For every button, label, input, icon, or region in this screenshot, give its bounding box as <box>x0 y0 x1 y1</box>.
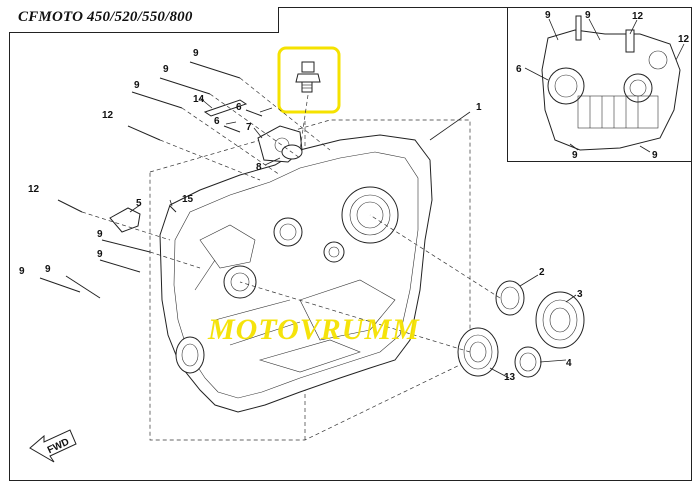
callout-14: 14 <box>193 94 205 105</box>
callout-9a: 9 <box>193 48 199 59</box>
inset-callout-9a: 9 <box>545 10 551 21</box>
inset-callout-9d: 9 <box>652 150 658 161</box>
highlight-box <box>277 46 341 114</box>
diagram-frame <box>9 7 692 481</box>
inset-callout-12b: 12 <box>678 34 690 45</box>
callout-15: 15 <box>182 194 194 205</box>
callout-2: 2 <box>539 267 545 278</box>
drain-boss <box>175 336 205 374</box>
diagram-title: CFMOTO 450/520/550/800 <box>18 9 193 25</box>
callout-9b: 9 <box>163 64 169 75</box>
oil-seal-2[interactable] <box>495 280 525 316</box>
callout-6a: 6 <box>236 102 242 113</box>
callout-1: 1 <box>476 102 482 113</box>
callout-12b: 12 <box>28 184 40 195</box>
callout-6b: 6 <box>214 116 220 127</box>
inset-callout-9c: 9 <box>572 150 578 161</box>
callout-9g: 9 <box>45 264 51 275</box>
callout-4: 4 <box>566 358 572 369</box>
bolt-9-group-left[interactable] <box>39 239 151 299</box>
bolt-12-top[interactable] <box>127 125 161 141</box>
leader-1 <box>429 111 471 141</box>
bolt-9-group-top[interactable] <box>131 61 241 109</box>
callout-5: 5 <box>136 198 142 209</box>
crankcase-inner-rim <box>173 151 419 399</box>
oil-pressure-sensor[interactable] <box>295 61 321 93</box>
shaft-bore-small <box>323 241 345 263</box>
title-box <box>9 7 279 33</box>
inset-callout-6: 6 <box>516 64 522 75</box>
bolt-6-b[interactable] <box>245 109 263 117</box>
watermark: MOTOVRUMM <box>208 313 420 346</box>
oil-seal-4[interactable] <box>514 346 542 378</box>
callout-9d: 9 <box>97 229 103 240</box>
fwd-arrow <box>29 429 77 463</box>
shaft-bore-upper <box>273 217 303 247</box>
callout-9f: 9 <box>19 266 25 277</box>
plate-14[interactable] <box>203 99 248 117</box>
screw-15[interactable] <box>169 205 177 213</box>
crankcase-half[interactable] <box>159 134 433 413</box>
bolt-12-left[interactable] <box>57 199 83 213</box>
bearing-13[interactable] <box>457 327 499 377</box>
inset-callout-12a: 12 <box>632 11 644 22</box>
bearing-3[interactable] <box>535 291 585 349</box>
callout-12a: 12 <box>102 110 114 121</box>
inset-callout-9b: 9 <box>585 10 591 21</box>
callout-13: 13 <box>504 372 516 383</box>
bolt-6-a[interactable] <box>223 125 241 133</box>
callout-3: 3 <box>577 289 583 300</box>
clamp-5[interactable] <box>109 207 141 233</box>
callout-9c: 9 <box>134 80 140 91</box>
callout-9e: 9 <box>97 249 103 260</box>
callout-8: 8 <box>256 162 262 173</box>
inset-engine <box>541 15 681 151</box>
callout-7: 7 <box>246 122 252 133</box>
